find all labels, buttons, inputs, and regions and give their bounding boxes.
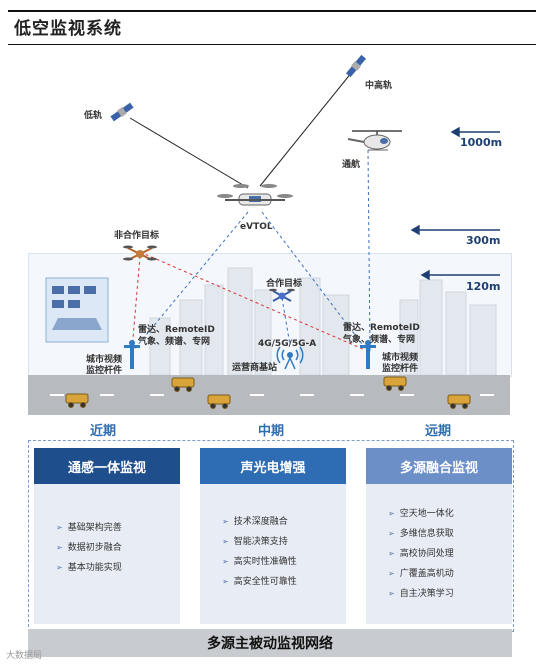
altitude-arrows xyxy=(410,126,500,281)
lane-marking xyxy=(250,394,264,396)
phase-card-list: 基础架构完善 数据初步融合 基本功能实现 xyxy=(56,518,122,578)
sensor-left-line1: 雷达、RemoteID xyxy=(138,325,215,335)
list-item: 高校协同处理 xyxy=(388,544,454,564)
pole-right-line2: 监控杆件 xyxy=(382,364,419,374)
list-item: 智能决策支持 xyxy=(222,532,297,552)
pole-left-line2: 监控杆件 xyxy=(86,366,123,376)
low-orbit-label: 低轨 xyxy=(84,111,103,121)
base-station-label: 运营商基站 xyxy=(232,363,278,373)
monitoring-screen xyxy=(45,277,109,343)
lane-marking xyxy=(480,394,494,396)
lane-marking xyxy=(100,394,114,396)
evtol-label: eVTOL xyxy=(240,222,273,232)
list-item: 高安全性可靠性 xyxy=(222,572,297,592)
interference-links xyxy=(131,251,366,351)
phase-card-near: 通感一体监视 基础架构完善 数据初步融合 基本功能实现 xyxy=(34,448,180,624)
non-cooperative-drone-icon xyxy=(123,245,157,261)
lane-marking xyxy=(150,394,164,396)
footer-banner: 多源主被动监视网络 xyxy=(28,629,512,657)
network-label: 4G/5G/5G-A xyxy=(258,339,317,349)
cooperative-drone-icon xyxy=(269,288,295,302)
lane-marking xyxy=(400,394,414,396)
lane-marking xyxy=(300,394,314,396)
header-divider xyxy=(8,44,536,45)
vehicles xyxy=(65,376,471,409)
evtol-icon xyxy=(217,184,293,206)
general-aviation-label: 通航 xyxy=(342,160,361,170)
vehicle-icon xyxy=(383,376,407,391)
altitude-300m-label: 300m xyxy=(466,234,501,247)
low-orbit-satellite-icon xyxy=(110,102,134,122)
mid-high-orbit-satellite-icon xyxy=(345,54,367,78)
phase-term-far: 远期 xyxy=(425,424,452,439)
page-title: 低空监视系统 xyxy=(14,19,122,39)
pole-right-line1: 城市视频 xyxy=(382,353,419,363)
vehicle-icon xyxy=(207,394,231,409)
cooperative-target-label: 合作目标 xyxy=(266,279,303,289)
satellite-links xyxy=(129,71,353,189)
list-item: 数据初步融合 xyxy=(56,538,122,558)
sensor-right-line1: 雷达、RemoteID xyxy=(343,323,420,333)
pole-left-line1: 城市视频 xyxy=(86,355,123,365)
phase-card-mid: 声光电增强 技术深度融合 智能决策支持 高实时性准确性 高安全性可靠性 xyxy=(200,448,346,624)
sensor-pole-left-icon xyxy=(124,340,140,369)
list-item: 基本功能实现 xyxy=(56,558,122,578)
list-item: 广覆盖高机动 xyxy=(388,564,454,584)
list-item: 基础架构完善 xyxy=(56,518,122,538)
phase-card-title: 声光电增强 xyxy=(200,448,346,484)
phase-term-mid: 中期 xyxy=(258,424,285,439)
altitude-1000m-label: 1000m xyxy=(460,136,503,149)
phase-term-near: 近期 xyxy=(90,424,117,439)
phase-card-title: 通感一体监视 xyxy=(34,448,180,484)
data-links xyxy=(131,149,371,353)
list-item: 多维信息获取 xyxy=(388,524,454,544)
sensor-right-line2: 气象、频谱、专网 xyxy=(343,335,416,345)
list-item: 技术深度融合 xyxy=(222,512,297,532)
sensor-left-line2: 气象、频谱、专网 xyxy=(138,337,211,347)
list-item: 高实时性准确性 xyxy=(222,552,297,572)
list-item: 自主决策学习 xyxy=(388,584,454,604)
vehicle-icon xyxy=(447,394,471,409)
watermark: 大数据局 xyxy=(6,651,43,661)
phase-card-list: 空天地一体化 多维信息获取 高校协同处理 广覆盖高机动 自主决策学习 xyxy=(388,504,454,604)
header-rule xyxy=(8,10,536,12)
sensor-pole-right-icon xyxy=(360,340,376,369)
altitude-120m-label: 120m xyxy=(466,280,501,293)
phase-card-list: 技术深度融合 智能决策支持 高实时性准确性 高安全性可靠性 xyxy=(222,512,297,592)
base-station-icon xyxy=(276,346,304,370)
mid-high-orbit-label: 中高轨 xyxy=(365,81,393,91)
vehicle-icon xyxy=(65,393,89,408)
phase-card-far: 多源融合监视 空天地一体化 多维信息获取 高校协同处理 广覆盖高机动 自主决策学… xyxy=(366,448,512,624)
lane-marking xyxy=(50,394,64,396)
list-item: 空天地一体化 xyxy=(388,504,454,524)
vehicle-icon xyxy=(171,377,195,392)
phase-card-title: 多源融合监视 xyxy=(366,448,512,484)
non-cooperative-target-label: 非合作目标 xyxy=(114,231,160,241)
helicopter-icon xyxy=(347,130,402,151)
lane-marking xyxy=(350,394,364,396)
